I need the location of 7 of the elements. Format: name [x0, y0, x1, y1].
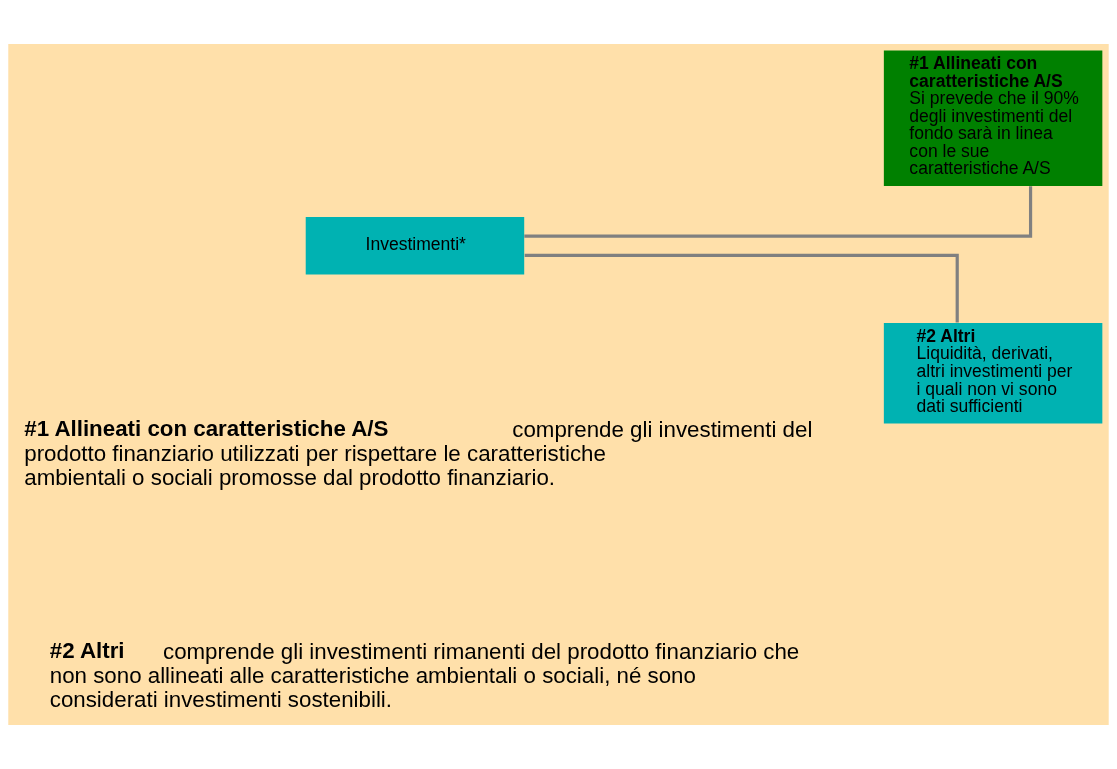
- node-box: #2 Altri Liquidità, derivati, altri investimenti per i quali non vi sono dati sufficienti: [883, 323, 1103, 424]
- connector: [524, 253, 959, 323]
- label: #1 Allineati con caratteristiche A/S comprende gli investimenti del prodotto finanziario utilizzati per rispettare le caratteristiche ambientali o sociali promosse dal prodotto finanziario.: [24, 415, 813, 491]
- node-box: #1 Allineati con caratteristiche A/S Si prevede che il 90% degli investimenti del fondo sarà in linea con le sue caratteristiche A/S: [883, 50, 1103, 186]
- connector: [524, 186, 1033, 238]
- node-box: Investimenti*: [305, 217, 525, 275]
- label: #2 Altri comprende gli investimenti rimanenti del prodotto finanziario che non sono allineati alle caratteristiche ambientali o sociali, né sono considerati investimenti sostenibili.: [49, 637, 800, 712]
